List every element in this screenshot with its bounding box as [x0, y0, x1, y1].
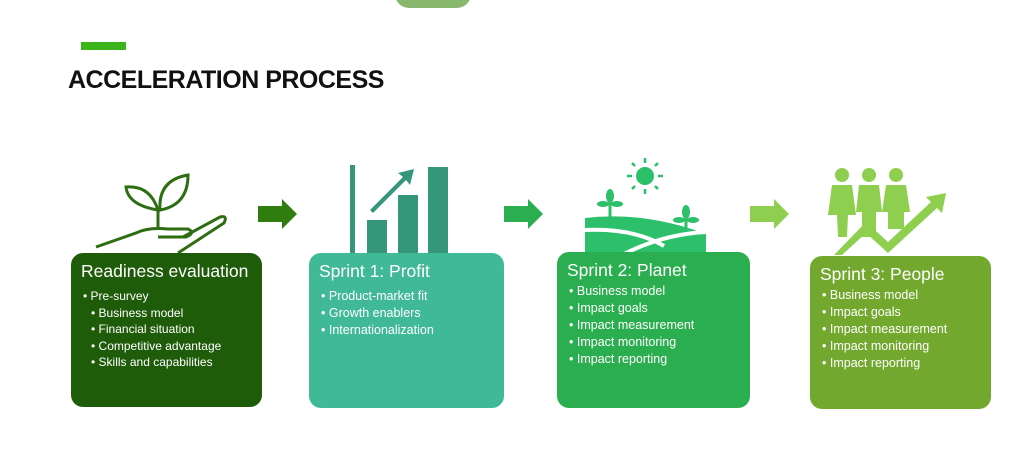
stage-items: Product-market fit Growth enablers Inter…: [319, 288, 494, 339]
list-item: Business model: [81, 305, 252, 322]
leaf-decoration: [395, 0, 471, 8]
stage-items: Pre-survey Business model Financial situ…: [81, 288, 252, 371]
list-item: Impact reporting: [820, 355, 981, 372]
accent-bar: [81, 42, 126, 50]
arrow-right-icon: [258, 199, 297, 229]
list-item: Impact measurement: [820, 321, 981, 338]
arrow-right-icon: [504, 199, 543, 229]
list-item: Growth enablers: [319, 305, 494, 322]
list-item: Skills and capabilities: [81, 354, 252, 371]
list-item: Impact measurement: [567, 317, 740, 334]
field-sun-icon: [584, 158, 707, 254]
list-item: Competitive advantage: [81, 338, 252, 355]
list-item: Impact goals: [820, 304, 981, 321]
stage-heading: Sprint 2: Planet: [567, 260, 687, 280]
stage-sprint-3-people: Sprint 3: People Business model Impact g…: [810, 256, 991, 409]
list-item: Financial situation: [81, 321, 252, 338]
list-item: Pre-survey: [81, 288, 252, 305]
list-item: Impact monitoring: [567, 334, 740, 351]
list-item: Business model: [567, 283, 740, 300]
arrow-right-icon: [750, 199, 789, 229]
list-item: Impact monitoring: [820, 338, 981, 355]
page-title: ACCELERATION PROCESS: [68, 66, 384, 94]
stage-readiness-evaluation: Readiness evaluation Pre-survey Business…: [71, 253, 262, 407]
stage-sprint-1-profit: Sprint 1: Profit Product-market fit Grow…: [309, 253, 504, 408]
stage-heading: Sprint 3: People: [820, 264, 945, 284]
bar-chart-growth-icon: [350, 165, 448, 253]
stage-sprint-2-planet: Sprint 2: Planet Business model Impact g…: [557, 252, 750, 408]
list-item: Business model: [820, 287, 981, 304]
stage-items: Business model Impact goals Impact measu…: [567, 283, 740, 368]
list-item: Product-market fit: [319, 288, 494, 305]
stage-items: Business model Impact goals Impact measu…: [820, 287, 981, 372]
hand-plant-icon: [95, 173, 227, 255]
stage-heading: Readiness evaluation: [81, 261, 249, 281]
list-item: Impact goals: [567, 300, 740, 317]
people-growth-icon: [828, 168, 946, 255]
list-item: Internationalization: [319, 322, 494, 339]
list-item: Impact reporting: [567, 351, 740, 368]
stage-heading: Sprint 1: Profit: [319, 261, 430, 281]
